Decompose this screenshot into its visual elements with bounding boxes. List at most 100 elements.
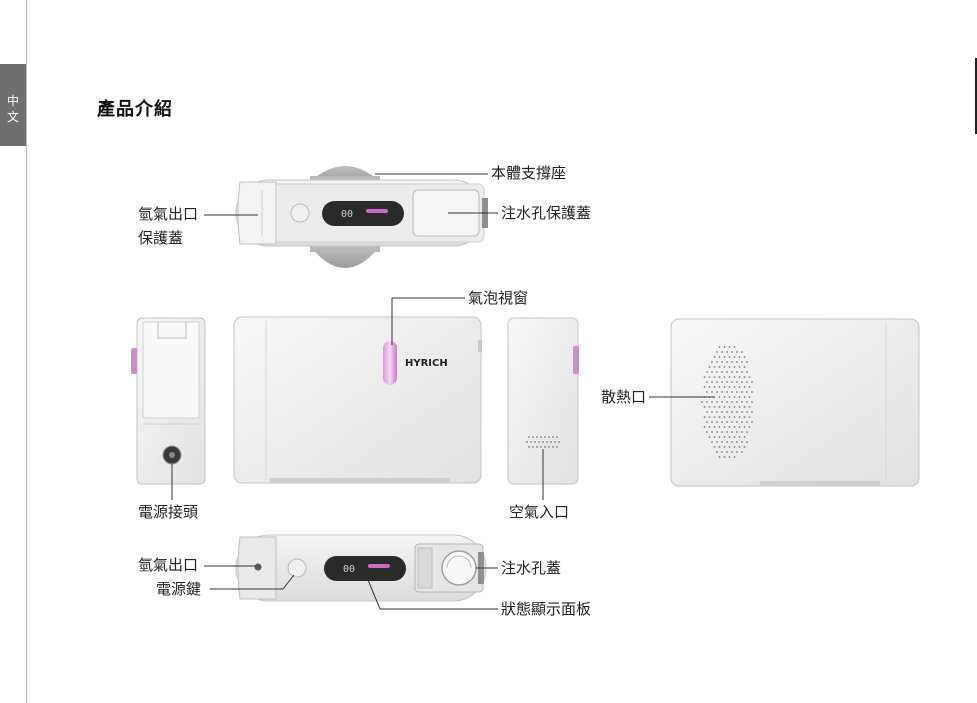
vent-hole — [743, 396, 746, 398]
vent-hole — [708, 366, 711, 368]
label-fill-port-protect-cover: 注水孔保護蓋 — [501, 204, 592, 222]
language-tab[interactable]: 中 文 — [0, 64, 26, 146]
vent-hole — [733, 346, 736, 348]
vent-hole — [733, 406, 736, 408]
vent-hole — [733, 396, 736, 398]
vent-hole — [718, 346, 721, 348]
vent-hole — [728, 426, 731, 428]
vent-hole — [711, 411, 713, 413]
vent-hole — [708, 386, 711, 388]
vent-hole — [731, 351, 733, 353]
vent-hole — [731, 451, 733, 453]
vent-hole — [713, 366, 716, 368]
vent-hole — [746, 441, 748, 443]
bubble-window — [383, 341, 397, 385]
vent-hole — [713, 406, 716, 408]
vent-hole — [721, 451, 723, 453]
vent-hole — [716, 441, 718, 443]
vent-hole — [736, 421, 738, 423]
back-base-strip — [760, 481, 880, 486]
vent-hole — [748, 406, 751, 408]
vent-hole — [718, 456, 721, 458]
vent-hole — [718, 436, 721, 438]
vent-hole — [736, 371, 738, 373]
front-side-notch — [478, 340, 482, 352]
vent-hole — [738, 426, 741, 428]
label-h2-outlet-cover-line1: 氫氣出口 — [138, 205, 199, 223]
vent-hole — [716, 361, 718, 363]
brand-logo: HYRICH — [405, 358, 448, 369]
vent-hole — [728, 436, 731, 438]
vent-hole — [703, 426, 706, 428]
vent-hole — [741, 351, 743, 353]
display-accent-bottom — [368, 564, 390, 568]
vent-hole — [721, 441, 723, 443]
vent-hole — [748, 416, 751, 418]
display-digits-top: 00 — [341, 209, 353, 220]
vent-hole — [731, 371, 733, 373]
vent-hole — [716, 421, 718, 423]
vent-hole — [733, 436, 736, 438]
page-margin-line — [26, 0, 27, 703]
vent-hole — [713, 416, 716, 418]
vent-hole — [711, 381, 713, 383]
vent-hole — [721, 411, 723, 413]
vent-hole — [728, 346, 731, 348]
vent-hole — [751, 421, 753, 423]
vent-hole — [746, 371, 748, 373]
vent-hole — [743, 356, 746, 358]
vent-hole — [706, 391, 708, 393]
vent-hole — [706, 411, 708, 413]
vent-hole — [726, 451, 728, 453]
vent-hole — [708, 376, 711, 378]
vent-hole — [733, 356, 736, 358]
vent-hole — [731, 431, 733, 433]
vent-hole — [721, 371, 723, 373]
label-air-inlet: 空氣入口 — [509, 503, 570, 521]
vent-hole — [721, 401, 723, 403]
vent-hole — [706, 401, 708, 403]
vent-hole — [746, 411, 748, 413]
vent-hole — [713, 426, 716, 428]
label-h2-outlet-cover-line2: 保護蓋 — [138, 229, 184, 247]
power-jack-pin — [169, 452, 175, 458]
vent-hole — [711, 401, 713, 403]
page-edge-marker — [975, 58, 977, 134]
vent-hole — [708, 416, 711, 418]
vent-hole — [728, 456, 731, 458]
front-body — [233, 316, 482, 484]
vent-hole — [743, 386, 746, 388]
vent-hole — [716, 411, 718, 413]
vent-hole — [731, 401, 733, 403]
vent-hole — [718, 426, 721, 428]
vent-hole — [718, 356, 721, 358]
vent-hole — [723, 386, 726, 388]
vent-hole — [723, 436, 726, 438]
vent-hole — [706, 371, 708, 373]
vent-hole — [741, 401, 743, 403]
vent-hole — [733, 416, 736, 418]
vent-hole — [711, 421, 713, 423]
vent-hole — [738, 446, 741, 448]
vent-hole — [721, 421, 723, 423]
vent-hole — [751, 401, 753, 403]
leader-power-key — [210, 574, 295, 590]
left-side-window-edge — [131, 348, 137, 374]
h2-outlet-cover-top — [237, 181, 277, 245]
vent-hole — [716, 371, 718, 373]
vent-hole — [738, 416, 741, 418]
vent-hole — [743, 366, 746, 368]
vent-hole — [718, 416, 721, 418]
vent-hole — [703, 386, 706, 388]
vent-hole — [728, 386, 731, 388]
vent-hole — [751, 381, 753, 383]
vent-hole — [728, 356, 731, 358]
vent-hole — [713, 436, 716, 438]
status-display-panel — [324, 556, 406, 581]
vent-hole — [726, 351, 728, 353]
back-view-device — [670, 318, 920, 487]
vent-hole — [748, 376, 751, 378]
vent-hole — [741, 361, 743, 363]
vent-hole — [716, 431, 718, 433]
vent-hole — [748, 386, 751, 388]
